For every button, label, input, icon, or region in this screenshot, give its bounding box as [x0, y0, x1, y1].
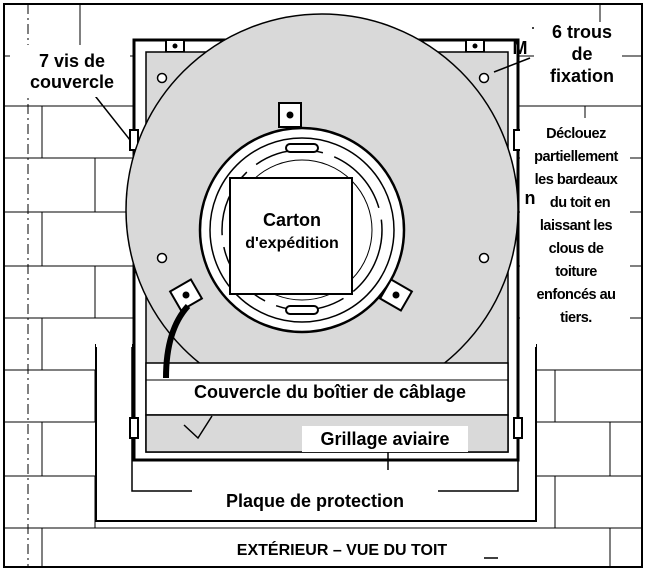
mounting-holes-label-line2: de [571, 44, 592, 64]
label-backgrounds [10, 22, 630, 561]
shingle-note-line4: du toit en [550, 195, 610, 211]
wiring-cable [163, 303, 191, 379]
shingle-note-line5: laissant les [540, 218, 613, 234]
shingle-note: Déclouez partiellement les bardeaux n du… [525, 126, 620, 326]
motor-ring-slots [285, 143, 319, 315]
shipping-carton [229, 177, 353, 295]
motor-ring-middle [209, 137, 395, 323]
shingle-note-line2: partiellement [534, 149, 618, 165]
bird-screen-label: Grillage aviaire [320, 429, 449, 449]
shingle-note-line3: les bardeaux [535, 172, 618, 188]
shingle-note-line8: enfoncés au [536, 287, 615, 303]
shingle-note-line6: clous de [549, 241, 604, 257]
cover-screws-label-line2: couvercle [30, 72, 114, 92]
wiring-box-cover [145, 362, 509, 416]
shipping-carton-label-line1: Carton [263, 210, 321, 230]
mounting-marker: M [513, 38, 528, 58]
shingle-marker: n [525, 188, 536, 208]
view-title: EXTÉRIEUR – VUE DU TOIT [237, 540, 448, 559]
mounting-holes-label-line3: fixation [550, 66, 614, 86]
mounting-holes-label-line1: 6 trous [552, 22, 612, 42]
flashing-plate-label: Plaque de protection [226, 491, 404, 511]
wiring-box-cover-label: Couvercle du boîtier de câblage [194, 382, 466, 402]
shingle-note-line1: Déclouez [546, 126, 606, 142]
shingle-note-line9: tiers. [560, 310, 592, 326]
housing-side-tabs [129, 129, 523, 439]
shipping-carton-label-line2: d'expédition [245, 235, 339, 252]
shingle-note-line7: toiture [555, 264, 597, 280]
cover-screws-label-line1: 7 vis de [39, 51, 105, 71]
